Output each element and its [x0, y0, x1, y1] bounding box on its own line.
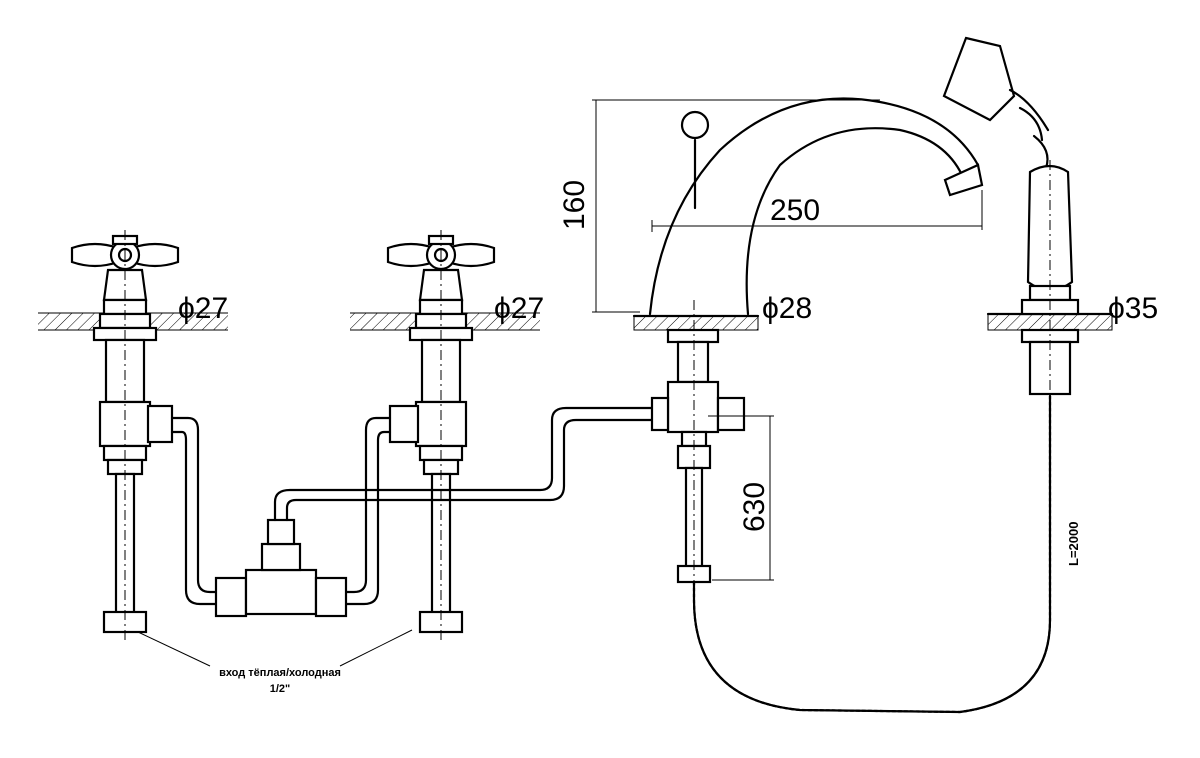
spout-dimension-lines	[592, 99, 983, 581]
inlet-note-line1: вход тёплая/холодная	[219, 667, 341, 679]
dim-hose-length: L=2000	[1066, 522, 1081, 566]
spout	[632, 97, 984, 590]
left-valve	[38, 230, 228, 640]
inlet-note-arrows	[137, 629, 413, 667]
dim-spout-diameter: ϕ28	[762, 292, 812, 325]
dim-middle-valve-diameter: ϕ27	[494, 292, 544, 325]
connecting-pipes	[170, 406, 654, 618]
hand-shower	[942, 36, 1114, 400]
dim-spout-reach: 250	[770, 194, 820, 227]
dim-shower-diameter: ϕ35	[1108, 292, 1158, 325]
dim-spout-height: 160	[558, 180, 591, 230]
middle-valve	[350, 230, 540, 640]
inlet-note-line2: 1/2"	[270, 683, 291, 695]
dim-hose-drop: 630	[738, 482, 771, 532]
shower-hose	[692, 394, 1052, 714]
dim-left-valve-diameter: ϕ27	[178, 292, 228, 325]
